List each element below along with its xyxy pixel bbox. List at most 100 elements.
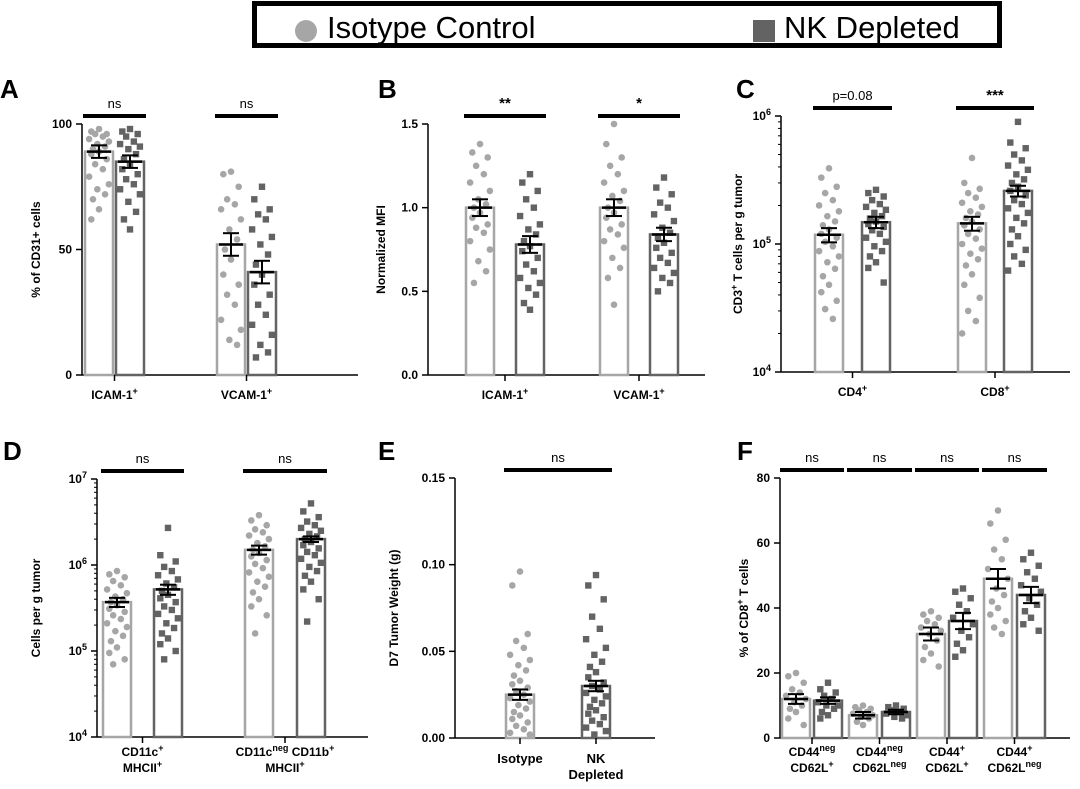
panel-d-group-1-point-isotype <box>123 623 131 631</box>
panel-e-group-point-nk <box>591 731 598 738</box>
panel-b-group-2-point-nk <box>654 234 662 241</box>
panel-c-group-2-point-isotype <box>964 230 972 238</box>
panel-f-group-4-point-isotype <box>1002 617 1009 625</box>
panel-c-group-2-point-isotype <box>967 250 974 257</box>
panel-c-group-2-point-nk <box>1010 151 1018 158</box>
panel-a-group-1-xlabel: ICAM-1+ <box>91 386 138 402</box>
panel-b-group-1-point-isotype <box>470 279 478 287</box>
panel-c-group-1-point-isotype <box>818 288 825 296</box>
panel-f-group-3-point-nk <box>952 653 959 660</box>
panel-e-group-point-isotype <box>510 708 518 716</box>
panel-d-group-2-point-nk <box>297 524 305 532</box>
panel-b-group-1-point-nk <box>530 268 538 275</box>
panel-c-group-1-point-isotype <box>815 202 823 209</box>
panel-f-group-1-point-nk <box>824 712 832 719</box>
panel-c-group-1-point-isotype <box>833 297 840 305</box>
panel-c-group-1-point-nk <box>878 247 886 255</box>
panel-d-group-2-point-isotype <box>251 630 259 637</box>
panel-f-group-1-xlabel-line2: CD62L+ <box>790 759 833 775</box>
panel-b-ytick-label: 0.0 <box>401 368 418 382</box>
panel-f-group-4-point-nk <box>1026 595 1033 602</box>
panel-d-group-1-point-isotype <box>121 656 128 663</box>
panel-b-group-2-point-isotype <box>609 254 616 262</box>
panel-c-group-2-point-nk <box>1007 240 1014 248</box>
panel-d-group-1-point-nk <box>172 598 179 606</box>
panel-d-group-1-point-nk <box>174 576 182 583</box>
panel-a-group-1-point-isotype <box>91 130 99 138</box>
panel-b-group-2-point-isotype <box>609 192 616 200</box>
panel-c-group-2-point-isotype <box>958 199 966 207</box>
panel-b-group-2-point-nk <box>664 259 672 267</box>
panel-c-group-2-point-nk <box>1013 171 1020 178</box>
panel-f-group-4-point-nk <box>1035 627 1042 634</box>
panel-b-group-1-point-isotype <box>484 221 492 228</box>
panel-f-group-4-point-isotype <box>987 520 994 527</box>
panel-f-group-3-point-isotype <box>920 656 927 664</box>
panel-e-group-point-nk <box>591 651 598 658</box>
panel-d-group-1-xlabel-line1: CD11c+ <box>122 743 164 759</box>
panel-e-group-point-nk <box>600 679 607 686</box>
panel-f-group-4-point-isotype <box>1000 591 1008 599</box>
panel-b-group-1-point-isotype <box>476 140 484 148</box>
panel-f-group-3-point-nk <box>965 634 973 641</box>
panel-d-group-2-point-isotype <box>245 532 253 539</box>
panel-e-group-point-nk <box>592 668 600 676</box>
panel-a-group-1-point-isotype <box>95 206 103 213</box>
panel-f-group-2-sig-label: ns <box>873 450 887 465</box>
panel-b-group-1-point-nk <box>526 171 534 178</box>
panel-f-group-4-point-isotype <box>1002 536 1009 544</box>
panel-d-group-2-point-isotype <box>259 564 267 572</box>
panel-a-group-1-point-isotype <box>91 160 99 168</box>
panel-b-group-2-point-nk <box>659 274 666 282</box>
panel-d-group-1-point-nk <box>157 552 164 559</box>
panel-e-xlabel: NK <box>587 751 606 766</box>
panel-c-group-1-point-nk <box>872 186 880 194</box>
panel-c-group-1-point-nk <box>880 279 887 286</box>
panel-f-group-1-point-isotype <box>800 679 807 687</box>
panel-c-group-2-point-nk <box>1014 118 1022 126</box>
panel-f-letter: F <box>737 436 753 466</box>
panel-f-group-3-point-isotype <box>931 620 939 628</box>
panel-b-group-1-point-nk <box>532 291 540 298</box>
panel-b-group-2-point-isotype <box>610 301 618 309</box>
panel-e-group-point-nk <box>596 686 604 693</box>
panel-b-group-2-point-isotype <box>614 231 622 238</box>
panel-e-letter: E <box>378 436 395 466</box>
panel-f-group-1-point-nk <box>820 692 828 699</box>
panel-c-group-1-point-nk <box>865 220 872 228</box>
panel-a-group-1-point-isotype <box>103 155 110 163</box>
panel-f-ytick-label: 60 <box>757 536 771 550</box>
panel-c-group-1-point-nk <box>862 234 870 241</box>
panel-d-group-2-point-nk <box>300 586 307 593</box>
panel-e-xlabel: Depleted <box>569 767 624 782</box>
panel-f-group-4-point-nk <box>1021 608 1029 615</box>
panel-d-group-2-point-nk <box>307 500 315 507</box>
panel-d-group-1-point-nk <box>163 620 170 627</box>
panel-a-group-1-point-nk <box>132 150 140 158</box>
panel-c-group-1-point-isotype <box>815 247 823 255</box>
panel-c-group-2-point-nk <box>1004 162 1012 169</box>
panel-c-letter: C <box>736 74 755 104</box>
panel-f-ytick-label: 80 <box>757 471 771 485</box>
panel-b-group-2-point-isotype <box>604 274 612 282</box>
panel-b-group-2-point-isotype <box>618 221 625 228</box>
panel-c-group-2-point-isotype <box>978 245 986 252</box>
panel-b-group-2-point-nk <box>666 229 674 236</box>
panel-e-group-point-nk <box>600 596 607 603</box>
panel-f-group-3-sig-label: ns <box>940 450 954 465</box>
panel-b-group-1-point-isotype <box>466 179 474 186</box>
panel-c-group-1-point-nk <box>876 200 884 208</box>
panel-b-group-1-point-isotype <box>472 162 480 170</box>
panel-c-group-1-point-isotype <box>829 315 837 323</box>
panel-a-group-1-point-nk <box>120 155 128 163</box>
panel-f-group-4-point-nk <box>1027 549 1035 556</box>
panel-a-group-1-point-nk <box>130 138 138 145</box>
panel-d-group-1-point-nk <box>158 630 166 637</box>
panel-d-group-2-point-isotype <box>263 556 271 564</box>
panel-e-group-point-isotype <box>526 698 534 705</box>
panel-a-group-2-point-nk <box>257 241 264 248</box>
panel-e-group-point-isotype <box>515 701 522 709</box>
panel-f-group-4-xlabel-line2: CD62Lneg <box>987 759 1041 775</box>
panel-f-group-2-point-isotype <box>859 721 867 729</box>
panel-f-ytick-label: 20 <box>757 666 771 680</box>
